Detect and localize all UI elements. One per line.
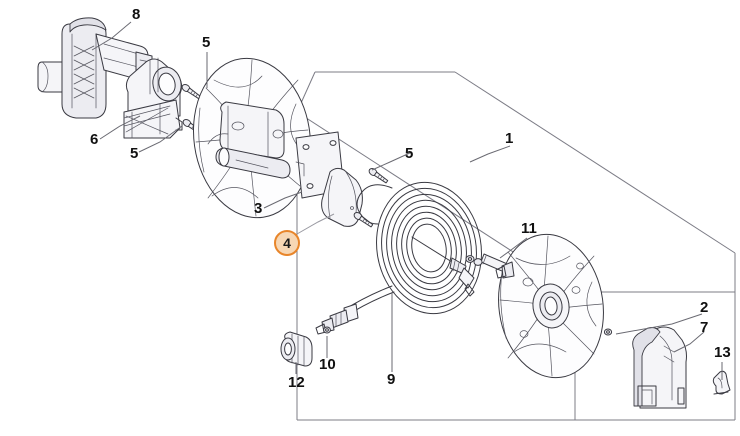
callout-11[interactable]: 11	[521, 220, 537, 237]
part-retaining-clip	[712, 370, 731, 395]
callout-4-highlighted[interactable]: 4	[274, 230, 300, 256]
callout-13[interactable]: 13	[714, 344, 731, 361]
part-reel-half-right	[495, 233, 613, 379]
callout-10[interactable]: 10	[319, 356, 336, 373]
callout-2[interactable]: 2	[700, 299, 709, 316]
part-coiled-hose	[315, 181, 482, 335]
part-crank-housing	[123, 57, 183, 139]
part-end-cover	[632, 326, 687, 409]
callout-8[interactable]: 8	[132, 6, 141, 23]
callout-7[interactable]: 7	[700, 319, 709, 336]
callout-1[interactable]: 1	[505, 130, 514, 147]
callout-5-a[interactable]: 5	[202, 34, 211, 51]
callout-5-c[interactable]: 5	[405, 145, 414, 162]
part-hose-coupling-barb	[280, 331, 313, 367]
part-side-cover-flap	[321, 167, 363, 227]
part-reel-half-left	[192, 57, 312, 219]
callout-12[interactable]: 12	[288, 374, 305, 391]
callout-leader-lines	[91, 21, 723, 380]
callout-3[interactable]: 3	[254, 200, 263, 217]
callout-5-b[interactable]: 5	[130, 145, 139, 162]
part-crank-handle	[37, 17, 153, 119]
part-ball-detent	[323, 326, 331, 334]
callout-6[interactable]: 6	[90, 131, 99, 148]
callout-9[interactable]: 9	[387, 371, 396, 388]
